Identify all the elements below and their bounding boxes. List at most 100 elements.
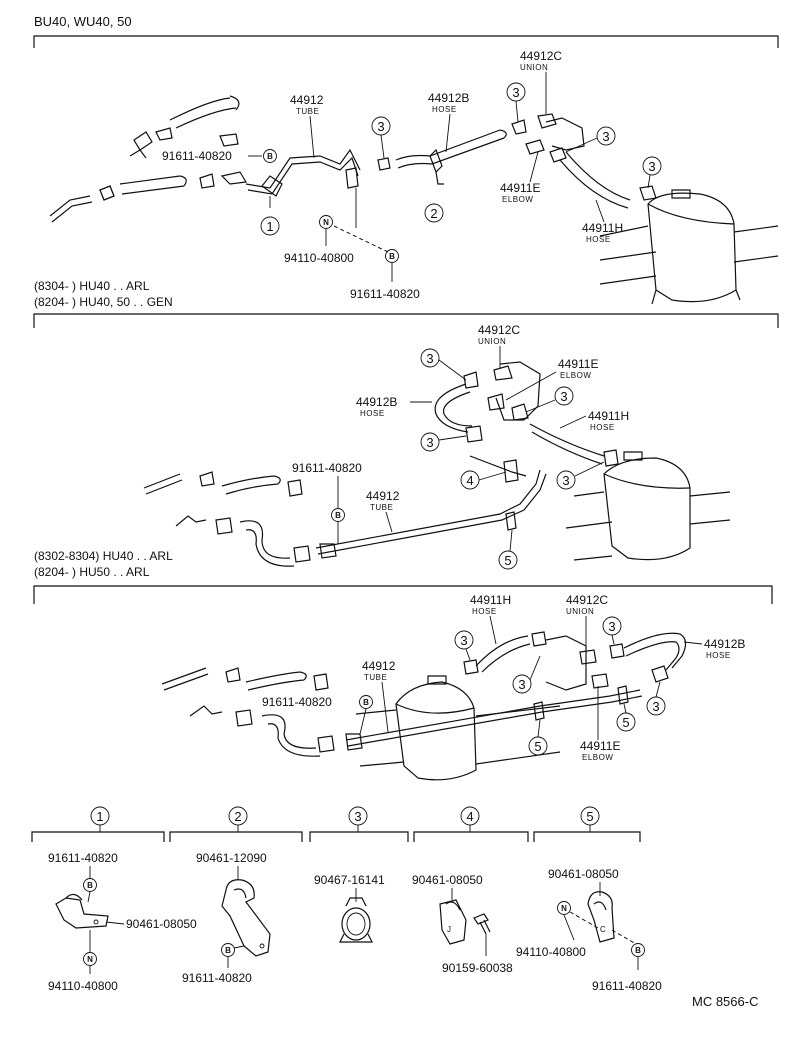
svg-text:3: 3 <box>512 85 519 100</box>
d1-label-c: 94110-40800 <box>48 979 118 993</box>
s3-label-44912: 44912 <box>362 659 396 673</box>
svg-text:5: 5 <box>586 809 593 824</box>
s1-label-tube: TUBE <box>296 107 319 116</box>
model-header: BU40, WU40, 50 <box>34 14 132 29</box>
svg-text:3: 3 <box>377 119 384 134</box>
detail-3: 3 90467-16141 <box>309 806 409 943</box>
s1-label-44912: 44912 <box>290 93 324 107</box>
svg-text:3: 3 <box>518 677 525 692</box>
svg-text:3: 3 <box>560 389 567 404</box>
svg-text:B: B <box>363 698 369 707</box>
svg-text:3: 3 <box>652 699 659 714</box>
svg-text:2: 2 <box>234 809 241 824</box>
s1-callout-b-b <box>385 249 399 263</box>
s1-label-44911E: 44911E <box>500 181 540 195</box>
s3-label-91611: 91611-40820 <box>262 695 332 709</box>
s2-applicability-1: (8302-8304) HU40 . . ARL <box>34 549 173 563</box>
svg-text:3: 3 <box>426 435 433 450</box>
svg-text:2: 2 <box>430 206 437 221</box>
d1-label-b: 90461-08050 <box>126 917 197 931</box>
s2-label-44912B: 44912B <box>356 395 397 409</box>
svg-text:5: 5 <box>622 715 629 730</box>
svg-text:N: N <box>87 955 93 964</box>
s3-callouts: 3 3 3 3 5 5 <box>454 616 666 756</box>
diagram-code: MC 8566-C <box>692 994 758 1009</box>
svg-text:1: 1 <box>96 809 103 824</box>
svg-text:B: B <box>267 152 273 161</box>
svg-text:4: 4 <box>466 809 473 824</box>
svg-text:B: B <box>87 881 93 890</box>
svg-text:3: 3 <box>608 619 615 634</box>
s3-label-44911H: 44911H <box>470 593 511 607</box>
detail-5: 5 90461-08050 C N 94110-40800 B 91611-40… <box>516 806 662 993</box>
s1-callout-b-a <box>263 149 277 163</box>
s2-label-union: UNION <box>478 337 506 346</box>
s1-label-44911H: 44911H <box>582 221 623 235</box>
s2-callouts: 3 3 3 3 4 5 <box>420 348 605 570</box>
s2-label-44911H: 44911H <box>588 409 629 423</box>
svg-text:C: C <box>600 925 606 934</box>
s1-callouts: 1 2 3 3 3 3 <box>260 82 662 236</box>
s3-label-hose2: HOSE <box>706 651 731 660</box>
d2-label-b: 91611-40820 <box>182 971 252 985</box>
s1-label-91611-b: 91611-40820 <box>350 287 420 301</box>
s3-label-union: UNION <box>566 607 594 616</box>
s2-label-elbow: ELBOW <box>560 371 591 380</box>
s3-label-44912C: 44912C <box>566 593 608 607</box>
svg-text:N: N <box>561 904 567 913</box>
s3-callout-b <box>359 695 373 709</box>
svg-text:B: B <box>225 946 231 955</box>
d4-label-b: 90159-60038 <box>442 961 513 975</box>
s1-label-union: UNION <box>520 63 548 72</box>
svg-text:1: 1 <box>266 219 273 234</box>
s3-label-44912B: 44912B <box>704 637 745 651</box>
s1-applicability-1: (8304- ) HU40 . . ARL <box>34 279 150 293</box>
svg-text:3: 3 <box>562 473 569 488</box>
s3-label-44911E: 44911E <box>580 739 620 753</box>
s1-label-91611-a: 91611-40820 <box>162 149 232 163</box>
s3-label-tube: TUBE <box>364 673 387 682</box>
section3-drawing <box>161 631 687 781</box>
svg-text:4: 4 <box>466 473 473 488</box>
s2-label-hose: HOSE <box>360 409 385 418</box>
svg-text:B: B <box>635 946 641 955</box>
d4-label-a: 90461-08050 <box>412 873 483 887</box>
s2-label-44912: 44912 <box>366 489 400 503</box>
s2-label-44912C: 44912C <box>478 323 520 337</box>
section3-bracket <box>33 585 773 604</box>
d2-label-a: 90461-12090 <box>196 851 267 865</box>
d1-label-a: 91611-40820 <box>48 851 118 865</box>
s1-callout-n <box>319 215 333 229</box>
d5-label-c: 91611-40820 <box>592 979 662 993</box>
s1-label-hose2: HOSE <box>586 235 611 244</box>
svg-text:B: B <box>335 511 341 520</box>
detail-2: 2 90461-12090 B 91611-40820 <box>169 806 303 985</box>
svg-text:5: 5 <box>504 553 511 568</box>
svg-text:N: N <box>323 218 329 227</box>
s3-label-hose: HOSE <box>472 607 497 616</box>
section1-bracket <box>33 35 779 48</box>
svg-text:3: 3 <box>354 809 361 824</box>
s2-label-91611: 91611-40820 <box>292 461 362 475</box>
svg-text:3: 3 <box>648 159 655 174</box>
svg-text:B: B <box>389 252 395 261</box>
detail-1: 1 91611-40820 B 90461-08050 N 94110-4080… <box>31 806 197 993</box>
s1-label-elbow: ELBOW <box>502 195 533 204</box>
svg-text:3: 3 <box>426 351 433 366</box>
svg-text:3: 3 <box>602 129 609 144</box>
section2-drawing <box>143 361 731 567</box>
d3-label-a: 90467-16141 <box>314 873 385 887</box>
section1-drawing <box>49 95 779 305</box>
s1-label-94110: 94110-40800 <box>284 251 354 265</box>
svg-text:J: J <box>447 925 452 934</box>
svg-text:5: 5 <box>534 739 541 754</box>
s2-applicability-2: (8204- ) HU50 . . ARL <box>34 565 150 579</box>
d5-label-b: 94110-40800 <box>516 945 586 959</box>
s3-label-elbow: ELBOW <box>582 753 613 762</box>
s2-label-44911E: 44911E <box>558 357 598 371</box>
s2-label-hose2: HOSE <box>590 423 615 432</box>
d5-label-a: 90461-08050 <box>548 867 619 881</box>
s2-label-tube: TUBE <box>370 503 393 512</box>
s1-label-44912B: 44912B <box>428 91 469 105</box>
